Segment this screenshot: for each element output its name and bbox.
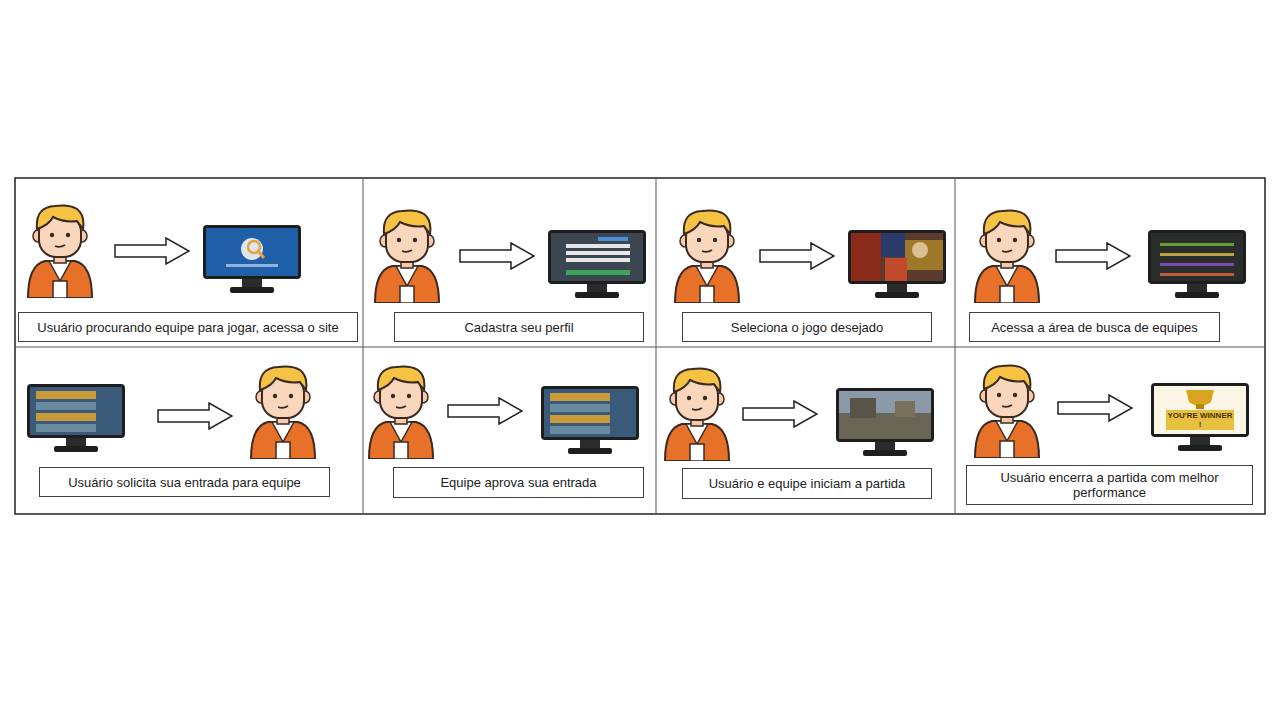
caption-box: Usuário encerra a partida com melhor per… bbox=[966, 465, 1253, 505]
caption-text: Cadastra seu perfil bbox=[464, 320, 573, 335]
caption-text: Usuário solicita sua entrada para equipe bbox=[68, 475, 301, 490]
caption-text: Seleciona o jogo desejado bbox=[731, 320, 884, 335]
caption-box: Usuário procurando equipe para jogar, ac… bbox=[18, 312, 358, 342]
caption-box: Equipe aprova sua entrada bbox=[393, 467, 644, 498]
caption-box: Acessa a área de busca de equipes bbox=[969, 312, 1220, 342]
caption-text: Usuário encerra a partida com melhor per… bbox=[973, 470, 1246, 500]
caption-text: Equipe aprova sua entrada bbox=[440, 475, 596, 490]
caption-box: Cadastra seu perfil bbox=[394, 312, 644, 342]
screen-text: YOU'RE WINNER ! bbox=[1166, 411, 1234, 429]
caption-text: Acessa a área de busca de equipes bbox=[991, 320, 1198, 335]
caption-text: Usuário procurando equipe para jogar, ac… bbox=[37, 320, 338, 335]
caption-box: Seleciona o jogo desejado bbox=[682, 312, 932, 342]
caption-box: Usuário solicita sua entrada para equipe bbox=[39, 467, 330, 497]
caption-box: Usuário e equipe iniciam a partida bbox=[682, 468, 932, 499]
caption-text: Usuário e equipe iniciam a partida bbox=[709, 476, 906, 491]
